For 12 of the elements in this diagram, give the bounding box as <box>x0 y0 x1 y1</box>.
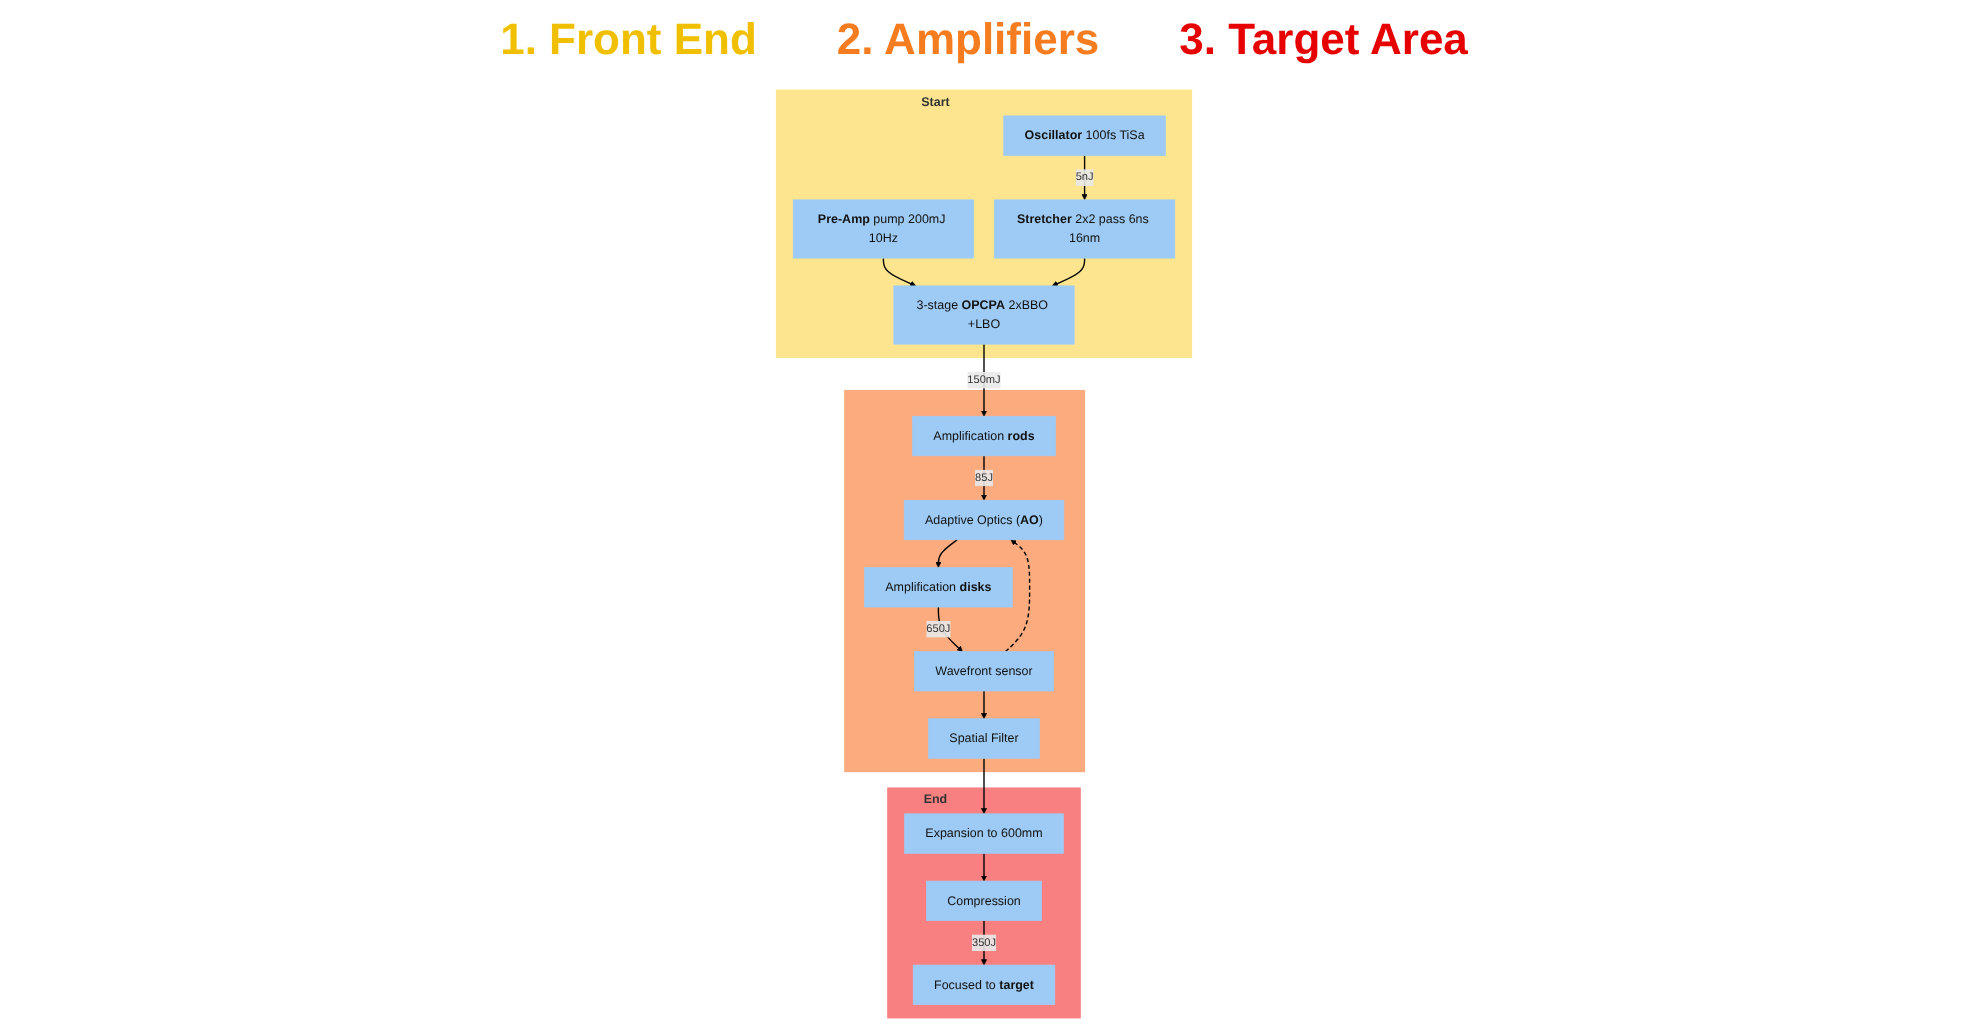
arrow <box>1004 539 1031 653</box>
arrow <box>1051 257 1086 287</box>
arrow <box>980 757 988 815</box>
arrow <box>980 690 988 720</box>
section-label: 3. Target Area <box>1179 14 1468 66</box>
arrow <box>882 257 917 287</box>
arrow <box>1081 154 1088 201</box>
arrow <box>980 852 988 882</box>
section-label: 2. Amplifiers <box>836 14 1100 66</box>
arrow <box>935 539 958 568</box>
section-label: 1. Front End <box>500 14 757 66</box>
cluster <box>844 389 1086 773</box>
